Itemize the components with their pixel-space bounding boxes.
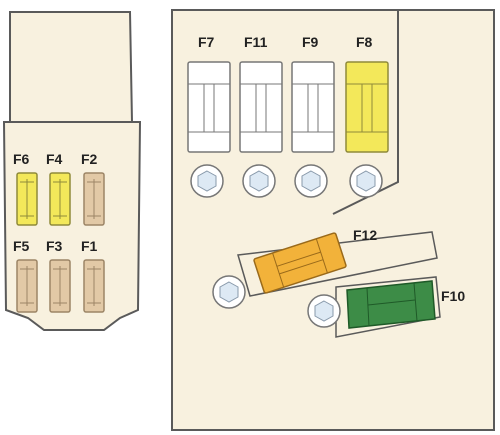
fuse-label-f7: F7 bbox=[198, 34, 215, 50]
fuse-f1 bbox=[83, 259, 105, 313]
slot-guide-f12 bbox=[237, 231, 438, 297]
bolt-f12 bbox=[212, 275, 246, 309]
fuse-label-f10: F10 bbox=[441, 288, 465, 304]
small-fuse-box: F6 F4 F2 F5 F3 F1 bbox=[2, 11, 142, 331]
fuse-label-f1: F1 bbox=[81, 238, 98, 254]
fuse-label-f8: F8 bbox=[356, 34, 373, 50]
fuse-f6 bbox=[16, 172, 38, 226]
fuse-label-f2: F2 bbox=[81, 151, 98, 167]
bolt-f8 bbox=[349, 164, 383, 198]
fuse-label-f3: F3 bbox=[46, 238, 63, 254]
fuse-label-f11: F11 bbox=[244, 34, 268, 50]
fuse-label-f9: F9 bbox=[302, 34, 319, 50]
fuse-f10 bbox=[346, 280, 436, 329]
fuse-f12 bbox=[253, 232, 347, 294]
large-box-inner-edge bbox=[332, 10, 399, 215]
fuse-label-f4: F4 bbox=[46, 151, 63, 167]
bolt-f7 bbox=[190, 164, 224, 198]
fuse-label-f12: F12 bbox=[353, 227, 377, 243]
fuse-f7 bbox=[187, 61, 231, 153]
bolt-f11 bbox=[242, 164, 276, 198]
bolt-f9 bbox=[294, 164, 328, 198]
fuse-label-f6: F6 bbox=[13, 151, 30, 167]
fuse-f9 bbox=[291, 61, 335, 153]
bolt-f10 bbox=[307, 294, 341, 328]
fuse-f5 bbox=[16, 259, 38, 313]
large-fuse-box: F7 F11 F9 F8 bbox=[171, 9, 495, 431]
fuse-f4 bbox=[49, 172, 71, 226]
fuse-f11 bbox=[239, 61, 283, 153]
fuse-f3 bbox=[49, 259, 71, 313]
fuse-f2 bbox=[83, 172, 105, 226]
fuse-f8 bbox=[345, 61, 389, 153]
fuse-label-f5: F5 bbox=[13, 238, 30, 254]
